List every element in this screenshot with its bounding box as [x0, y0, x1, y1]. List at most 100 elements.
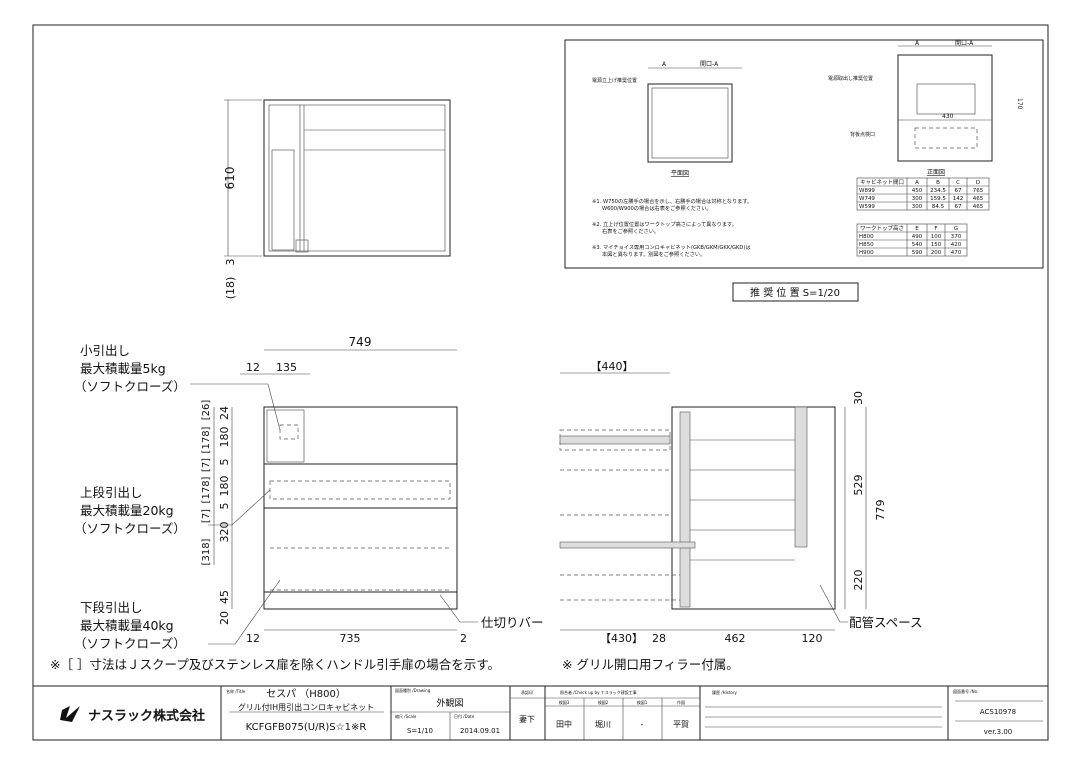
table-cell: 142 [953, 196, 964, 202]
number-caption: 図面番号 /No. [953, 688, 978, 694]
table-cell: 465 [973, 196, 984, 202]
table-cell: 490 [912, 234, 923, 240]
front-bottom-dim: 12 [246, 632, 260, 645]
table-header-cell: F [934, 226, 937, 232]
table-header-cell: E [915, 226, 919, 232]
table-header-cell: C [956, 180, 960, 186]
lower-drawer-softclose: （ソフトクローズ） [74, 636, 186, 651]
scale-label-box [732, 282, 859, 302]
inset-power-label: 電源立上げ推奨位置 [592, 77, 637, 84]
front-dim-12: 12 [246, 361, 260, 374]
inset-note: W600/W900の場合は右表をご参照ください。 [602, 204, 712, 212]
table-cell: 420 [951, 242, 962, 248]
front-bracket-dim: [26] [201, 400, 212, 421]
front-bracket-dim: [7] [201, 509, 212, 523]
inset-note: 本図と異なります。別図をご参照ください。 [602, 250, 705, 258]
front-bracket-dim: [318] [201, 538, 212, 565]
table-cell: 470 [951, 250, 962, 256]
version: ver.3.00 [984, 728, 1013, 736]
side-dim: 220 [852, 570, 865, 591]
checker: 田中 [556, 719, 572, 729]
table-header-cell: キャビネット間口 [860, 178, 904, 186]
side-top-dim: 【440】 [591, 360, 634, 373]
front-view: 749 12 135 24180518053204520[26][178][7]… [190, 335, 478, 645]
date-caption: 日付 /Date [454, 713, 475, 719]
side-bottom-dim: 28 [652, 632, 666, 645]
inset-dim-430: 430 [942, 113, 954, 120]
front-left-dim: 45 [218, 590, 231, 604]
table-cell: 84.5 [932, 204, 945, 210]
front-left-dim: 24 [218, 406, 231, 420]
front-left-dim: 180 [218, 427, 231, 448]
checker-caption: 検図3 [559, 699, 570, 705]
front-left-dim: 320 [218, 522, 231, 543]
product-subtitle: グリル付IH用引出コンロキャビネット [238, 702, 374, 712]
company-name: ナスラック株式会社 [88, 708, 205, 724]
side-bottom-dim: 【430】 [600, 632, 643, 645]
product-title: セスパ （H800） [266, 688, 346, 700]
front-bottom-dim: 2 [460, 632, 467, 645]
date-value: 2014.09.01 [460, 727, 500, 735]
scale-value: S=1/10 [407, 727, 433, 735]
inset-inspect-label: 背板点検口 [850, 131, 875, 138]
front-left-dim: 180 [218, 476, 231, 497]
side-bottom-dim: 120 [802, 632, 823, 645]
table-cell: W899 [859, 188, 875, 194]
checker-caption: 作図 [677, 699, 685, 705]
history-caption: 履歴 /History [712, 689, 737, 695]
table-cell: W749 [859, 196, 875, 202]
table-cell: 67 [955, 188, 962, 194]
table-cell: 159.5 [930, 196, 946, 202]
side-dim: 779 [874, 500, 887, 521]
table-header-cell: A [915, 180, 919, 186]
table-header-cell: ワークトップ高さ [860, 224, 904, 232]
table-cell: 200 [931, 250, 942, 256]
filler-note: ※ グリル開口用フィラー付属。 [562, 657, 739, 672]
side-bottom-dim: 462 [725, 632, 746, 645]
side-dim: 30 [852, 391, 865, 405]
table-cell: 765 [973, 188, 984, 194]
approval-caption: 承認印 [521, 689, 533, 695]
small-drawer-softclose: （ソフトクローズ） [74, 379, 186, 394]
inset-dim-opening: 開口-A [700, 61, 719, 68]
inset-note: ※1. W750の左勝手の場合を示し、右勝手の場合は対称となります。 [592, 197, 752, 205]
inset-note: ※3. マイチョイス専用コンロキャビネット(GKB/GKM/GKK/GKD)は [592, 243, 751, 251]
checker-caption: 検図2 [598, 699, 609, 705]
small-drawer-label: 小引出し [80, 343, 130, 358]
front-bracket-dim: [178] [201, 476, 212, 503]
checked-caption: 照合者 /Check up by ナスラック建設工事 [560, 689, 637, 695]
table-cell: 234.5 [930, 188, 946, 194]
front-left-dim: 5 [218, 459, 231, 466]
scale-caption: 縮尺 /Scale [395, 713, 417, 719]
checker: - [641, 720, 644, 729]
lower-drawer-load: 最大積載量40kg [80, 618, 174, 633]
model-number: KCFGFB075(U/R)S☆1※R [246, 722, 367, 733]
bracket-dimension-note: ※［ ］寸法はＪスクープ及びステンレス扉を除くハンドル引手扉の場合を示す。 [50, 657, 500, 672]
plan-bracket-dim: (18) [224, 277, 237, 300]
upper-drawer-label: 上段引出し [80, 485, 143, 500]
table-cell: W599 [859, 204, 875, 210]
table-cell: 450 [912, 188, 923, 194]
pipe-space-label: 配管スペース [849, 615, 923, 630]
side-view: 【440】 30 529 779 220 【430】 28 462 120 [559, 360, 887, 645]
table-cell: H900 [859, 250, 874, 256]
drawing-type: 外観図 [436, 697, 463, 709]
table-header-cell: B [936, 180, 940, 186]
plan-view: 610 3 (18) [223, 99, 451, 300]
side-dim: 529 [852, 475, 865, 496]
inset-dim-a: A [662, 61, 667, 68]
company-logo-icon [60, 706, 80, 722]
table-header-cell: D [976, 180, 980, 186]
checker: 堀川 [595, 720, 611, 729]
table-cell: 150 [931, 242, 942, 248]
front-width-dim: 749 [349, 335, 372, 349]
front-dim-135: 135 [276, 361, 297, 374]
table-cell: 370 [951, 234, 962, 240]
inset-front-dim-opening: 開口-A [955, 40, 974, 47]
inset-note: ※2. 立上げ位置位置はワークトップ高さによって異なります。 [592, 220, 737, 228]
inset-plan-caption: 平面図 [671, 170, 689, 177]
inset-power-front-label: 電源取出し推奨位置 [828, 75, 873, 82]
